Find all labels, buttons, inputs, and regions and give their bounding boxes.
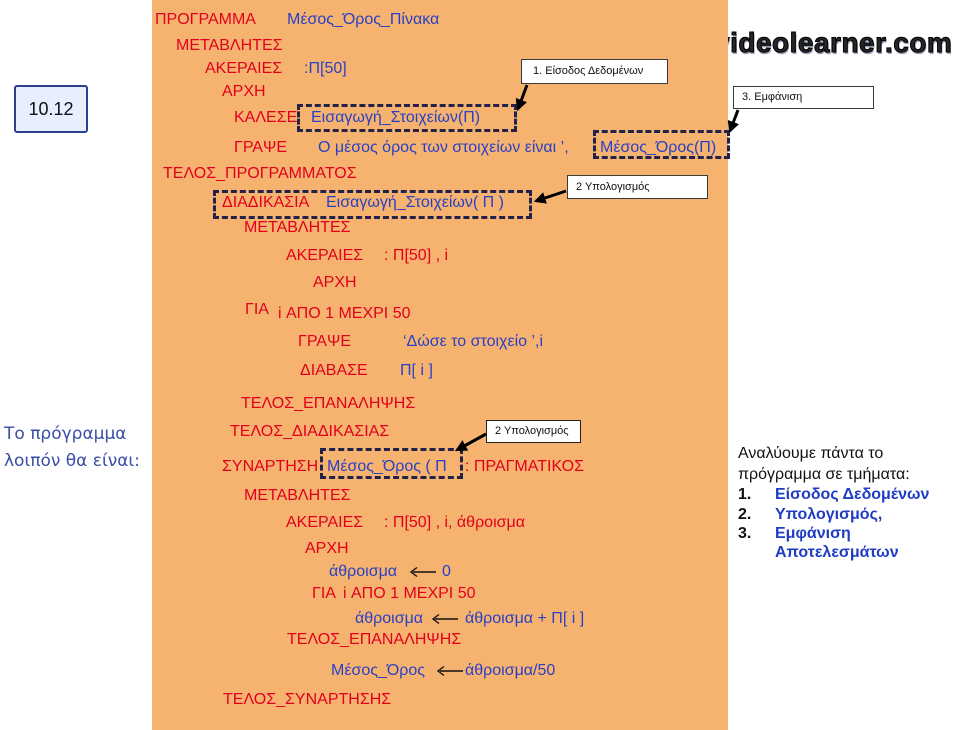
annotation-input: 1. Είσοδος Δεδομένων [521, 59, 668, 84]
function-variables-keyword: ΜΕΤΑΒΛΗΤΕΣ [244, 487, 351, 504]
procedure-for-keyword: ΓΙΑ [245, 301, 269, 318]
procedure-variables-keyword: ΜΕΤΑΒΛΗΤΕΣ [244, 219, 351, 236]
left-arrow-icon [409, 566, 436, 578]
call-procedure-name: Εισαγωγή_Στοιχείων(Π) [311, 109, 481, 126]
procedure-begin-keyword: ΑΡΧΗ [313, 274, 357, 291]
summary-item-output-continued: Αποτελεσμάτων [775, 544, 899, 561]
procedure-keyword: ΔΙΑΔΙΚΑΣΙΑ [222, 194, 310, 211]
write-keyword: ΓΡΑΨΕ [234, 139, 288, 156]
sum-update-expression: άθροισμα + Π[ i ] [465, 610, 585, 627]
function-result-target: Μέσος_Όρος [331, 662, 425, 679]
function-return-type: : ΠΡΑΓΜΑΤΙΚΟΣ [465, 458, 584, 475]
function-integers-list: : Π[50] , i, άθροισμα [384, 514, 525, 531]
dashed-frame-call-procedure [297, 104, 517, 132]
procedure-read-target: Π[ i ] [400, 362, 433, 379]
main-integers-keyword: ΑΚΕΡΑΙΕΣ [205, 60, 283, 77]
function-name: Μέσος_Όρος ( Π [327, 458, 447, 475]
function-for-range: i ΑΠΟ 1 ΜΕΧΡΙ 50 [343, 585, 476, 602]
procedure-name: Εισαγωγή_Στοιχείων( Π ) [326, 194, 504, 211]
write-message-text: Ο μέσος όρος των στοιχείων είναι ’, [318, 139, 569, 156]
left-arrow-icon [431, 613, 458, 625]
summary-item-number: 2. [738, 506, 752, 523]
left-arrow-icon [436, 665, 463, 677]
end-program-keyword: ΤΕΛΟΣ_ΠΡΟΓΡΑΜΜΑΤΟΣ [163, 165, 357, 182]
sum-update-target: άθροισμα [355, 610, 424, 627]
sum-init-target: άθροισμα [329, 563, 398, 580]
function-integers-keyword: ΑΚΕΡΑΙΕΣ [286, 514, 364, 531]
dashed-frame-function-header [320, 448, 463, 479]
slide-number-badge: 10.12 [14, 85, 88, 133]
function-result-expression: άθροισμα/50 [465, 662, 556, 679]
videolearner-logo: videolearner.com [713, 27, 953, 59]
summary-intro-line-2: πρόγραμμα σε τμήματα: [738, 466, 910, 483]
main-integers-list: :Π[50] [304, 60, 347, 77]
procedure-for-range: i ΑΠΟ 1 ΜΕΧΡΙ 50 [278, 305, 411, 322]
summary-item-input: Είσοδος Δεδομένων [775, 486, 930, 503]
procedure-write-text: ‘Δώσε το στοιχείο ’,i [403, 333, 544, 350]
main-variables-keyword: ΜΕΤΑΒΛΗΤΕΣ [176, 37, 283, 54]
summary-item-output: Εμφάνιση [775, 525, 851, 542]
pointer-arrow-icon [727, 109, 740, 134]
caption-line-1: Το πρόγραμμα [4, 424, 127, 444]
program-name: Μέσος_Όρος_Πίνακα [287, 11, 440, 28]
procedure-integers-keyword: ΑΚΕΡΑΙΕΣ [286, 247, 364, 264]
dashed-frame-function-call [593, 130, 730, 159]
procedure-read-keyword: ΔΙΑΒΑΣΕ [300, 362, 368, 379]
function-begin-keyword: ΑΡΧΗ [305, 540, 349, 557]
function-keyword: ΣΥΝΑΡΤΗΣΗ [222, 458, 319, 475]
program-keyword: ΠΡΟΓΡΑΜΜΑ [155, 11, 256, 28]
main-begin-keyword: ΑΡΧΗ [222, 83, 266, 100]
caption-line-2: λοιπόν θα είναι: [4, 451, 140, 471]
code-panel [152, 0, 728, 730]
call-keyword: ΚΑΛΕΣΕ [234, 109, 298, 126]
procedure-write-keyword: ΓΡΑΨΕ [298, 333, 352, 350]
summary-intro-line-1: Αναλύουμε πάντα το [738, 445, 884, 462]
sum-init-value: 0 [442, 563, 451, 580]
annotation-calc-procedure: 2 Υπολογισμός [567, 175, 708, 199]
procedure-end-loop-keyword: ΤΕΛΟΣ_ΕΠΑΝΑΛΗΨΗΣ [241, 395, 416, 412]
procedure-integers-list: : Π[50] , i [384, 247, 449, 264]
annotation-calc-function: 2 Υπολογισμός [486, 420, 581, 443]
function-for-keyword: ΓΙΑ [312, 585, 336, 602]
write-function-call: Μέσος_Όρος(Π) [600, 139, 717, 156]
summary-item-number: 1. [738, 486, 752, 503]
end-function-keyword: ΤΕΛΟΣ_ΣΥΝΑΡΤΗΣΗΣ [223, 691, 392, 708]
summary-item-number: 3. [738, 525, 752, 542]
annotation-output: 3. Εμφάνιση [733, 86, 874, 109]
dashed-frame-procedure-header [213, 190, 532, 219]
function-end-loop-keyword: ΤΕΛΟΣ_ΕΠΑΝΑΛΗΨΗΣ [287, 631, 462, 648]
summary-item-calc: Υπολογισμός, [775, 506, 883, 523]
end-procedure-keyword: ΤΕΛΟΣ_ΔΙΑΔΙΚΑΣΙΑΣ [230, 423, 390, 440]
